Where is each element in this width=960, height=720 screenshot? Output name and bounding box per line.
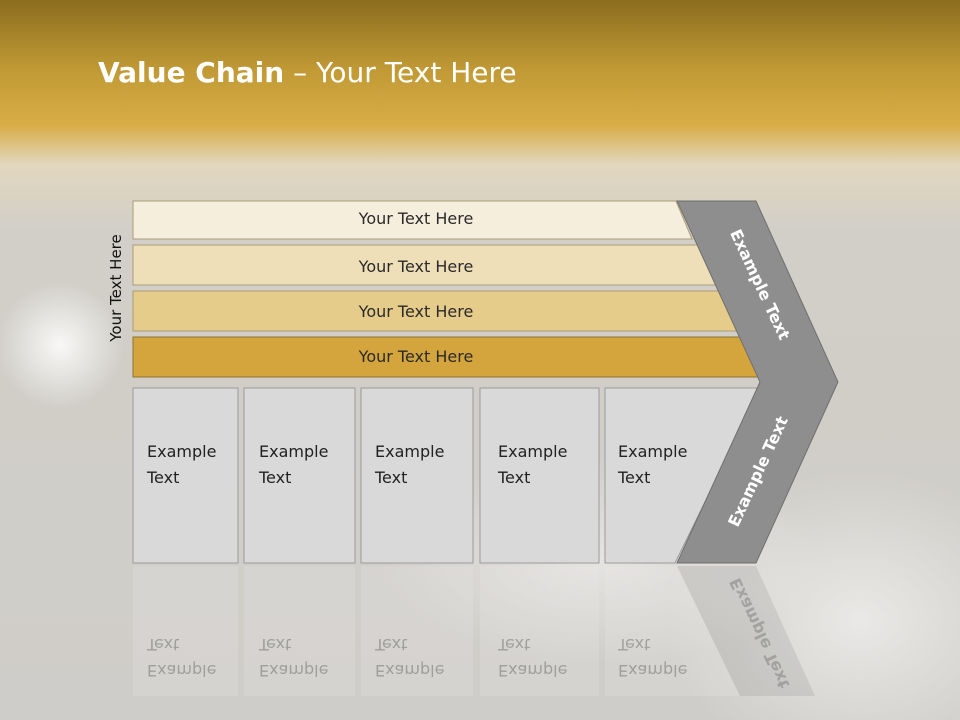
column-4-line2: Text (498, 468, 531, 487)
column-1-line1: Example (147, 442, 217, 461)
chevron-shape (676, 200, 839, 564)
column-5-reflection (605, 566, 740, 696)
column-3-line1: Example (375, 442, 445, 461)
column-3-line2: Text (375, 468, 408, 487)
bar-3-label: Your Text Here (358, 302, 474, 321)
column-3-shape (360, 387, 474, 564)
column-2-line1: Example (259, 442, 329, 461)
column-1-reflection (133, 566, 238, 696)
page-title: Value Chain – Your Text Here (98, 56, 517, 89)
column-4-reflection (480, 566, 599, 696)
column-2-shape (243, 387, 356, 564)
title-bold: Value Chain (98, 56, 285, 89)
bar-2-label: Your Text Here (358, 257, 474, 276)
bar-1-shape (132, 200, 693, 240)
column-5-line1: Example (618, 442, 688, 461)
column-2-reflection (244, 566, 355, 696)
bar-1-label: Your Text Here (358, 209, 474, 228)
bar-4-label: Your Text Here (358, 347, 474, 366)
chevron-reflection (677, 566, 815, 696)
column-5-shape (604, 387, 762, 564)
column-1-shape (132, 387, 239, 564)
column-4-shape (479, 387, 600, 564)
reflection-group (133, 566, 815, 696)
column-3-reflection (361, 566, 473, 696)
column-1-line2: Text (147, 468, 180, 487)
column-5-line2: Text (618, 468, 651, 487)
title-rest: – Your Text Here (284, 56, 517, 89)
column-2-line2: Text (259, 468, 292, 487)
column-4-line1: Example (498, 442, 568, 461)
